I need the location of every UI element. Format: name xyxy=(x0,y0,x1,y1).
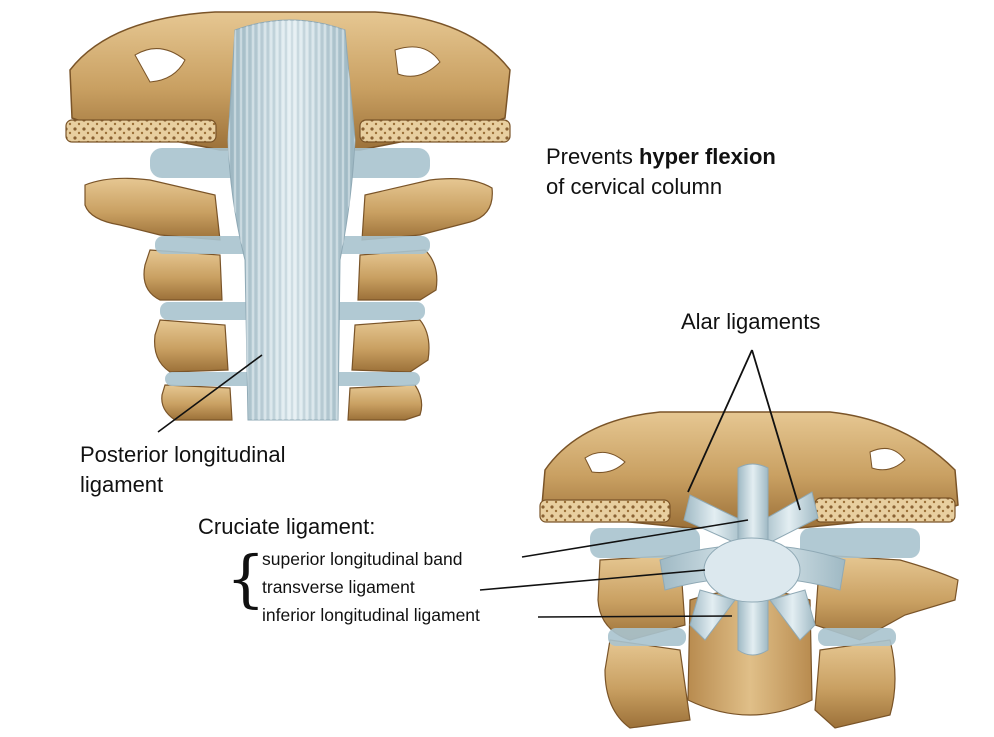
superior-band-label: superior longitudinal band xyxy=(262,549,463,569)
note-suffix: of cervical column xyxy=(546,174,723,199)
inferior-ligament-label: inferior longitudinal ligament xyxy=(262,605,480,625)
left-spine-figure xyxy=(65,11,511,421)
function-note: Prevents hyper flexion of cervical colum… xyxy=(546,142,776,202)
alar-ligaments-label: Alar ligaments xyxy=(681,309,821,334)
transverse-pointer xyxy=(479,569,706,591)
transverse-ligament-label: transverse ligament xyxy=(262,577,415,597)
cruciate-ligament-title: Cruciate ligament: xyxy=(198,514,376,539)
posterior-ligament-pointer xyxy=(157,354,263,433)
posterior-ligament-label-line2: ligament xyxy=(80,472,164,497)
note-bold-term: hyper flexion xyxy=(638,144,776,169)
inferior-pointer xyxy=(537,615,733,618)
posterior-ligament-label-line1: Posterior longitudinal xyxy=(80,442,286,467)
brace-symbol: { xyxy=(226,542,266,615)
right-spine-figure xyxy=(539,411,959,729)
alar-pointer-left xyxy=(687,349,753,493)
alar-pointer-right xyxy=(751,349,801,511)
superior-band-pointer xyxy=(521,519,749,558)
note-prefix: Prevents xyxy=(546,144,639,169)
